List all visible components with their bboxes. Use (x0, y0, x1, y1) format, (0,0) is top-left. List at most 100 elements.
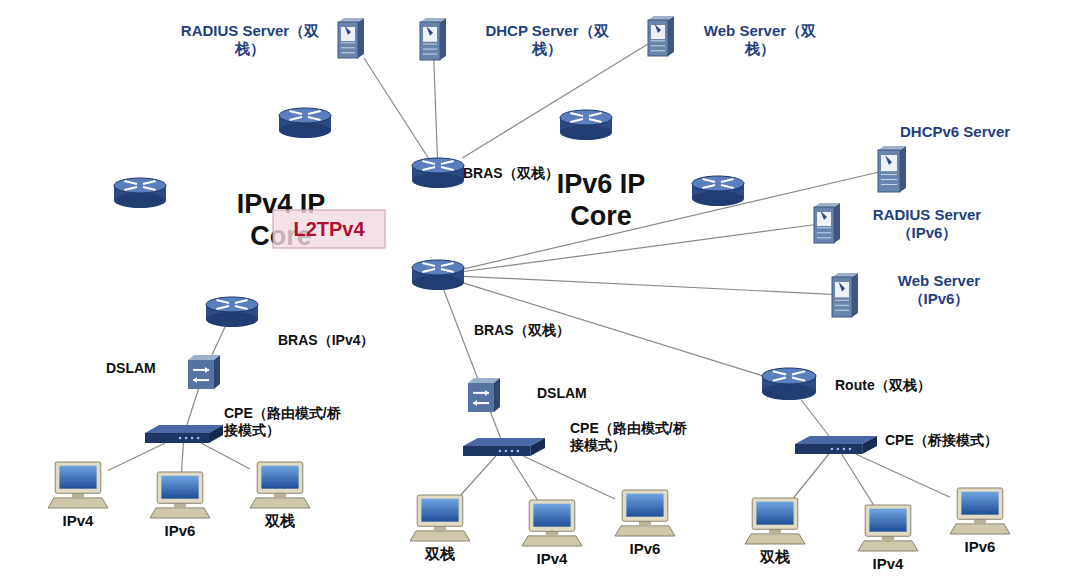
server-device: RADIUS Server（双栈） (338, 18, 364, 58)
host-label: IPv6 (605, 540, 685, 558)
tunnel-label-box: L2TPv4 (273, 210, 385, 248)
pc-shape (745, 498, 805, 544)
server-device: DHCP Server（双栈） (420, 18, 446, 60)
network-link (187, 389, 199, 425)
cpe-shape (145, 425, 223, 443)
pc-device: IPv4 (522, 500, 582, 546)
ip-core-cloud: IPv6 IP Core (420, 88, 765, 303)
core-router (279, 108, 331, 138)
host-label: IPv6 (140, 522, 220, 540)
pc-shape (950, 488, 1010, 534)
host-label: 双栈 (400, 545, 480, 563)
device-label: BRAS（双栈） (463, 165, 559, 182)
network-link (462, 44, 648, 158)
cpe-device: CPE（桥接模式） (795, 436, 877, 454)
server-shape (814, 203, 840, 243)
network-link (491, 412, 501, 438)
server-device: RADIUS Server（IPv6） (814, 203, 840, 243)
dslam-device: DSLAM (188, 355, 220, 389)
network-link (842, 454, 874, 505)
network-link (464, 276, 832, 294)
pc-shape (410, 495, 470, 541)
cpe-shape (463, 438, 545, 456)
cpe-device: CPE（路由模式/桥接模式） (463, 438, 545, 456)
network-link (793, 454, 828, 498)
device-label: BRAS（IPv4） (278, 332, 374, 349)
host-label: 双栈 (735, 548, 815, 566)
network-link (434, 60, 438, 158)
device-label: RADIUS Server（IPv6） (858, 206, 996, 242)
cpe-shape (795, 436, 877, 454)
router-shape (206, 297, 258, 327)
network-link (212, 327, 225, 355)
cpe-device: CPE（路由模式/桥接模式） (145, 425, 223, 443)
dslam-shape (188, 355, 220, 389)
server-device: Web Server（IPv6） (832, 273, 858, 317)
device-label: CPE（桥接模式） (885, 432, 998, 449)
dslam-shape (468, 378, 500, 412)
host-label: 双栈 (240, 512, 320, 530)
pc-shape (48, 462, 108, 508)
network-link (801, 400, 829, 436)
network-link (464, 283, 762, 376)
router-device: BRAS（双栈） (412, 158, 464, 188)
router-device: BRAS（双栈） (412, 260, 464, 290)
server-shape (878, 146, 906, 192)
pc-device: 双栈 (745, 498, 805, 544)
dslam-device: DSLAM (468, 378, 500, 412)
network-link (182, 443, 184, 472)
pc-device: IPv4 (858, 505, 918, 551)
ip-core-cloud: IPv4 IP CoreL2TPv4 (85, 95, 440, 350)
host-label: IPv6 (940, 538, 1020, 556)
server-shape (338, 18, 364, 58)
device-label: DHCP Server（双栈） (482, 22, 612, 58)
device-label: Route（双栈） (835, 377, 931, 394)
router-shape (412, 260, 464, 290)
device-label: Web Server（双栈） (690, 22, 830, 58)
pc-device: 双栈 (250, 462, 310, 508)
device-label: DHCPv6 Server (900, 123, 1010, 141)
pc-shape (522, 500, 582, 546)
device-label: BRAS（双栈） (472, 322, 572, 339)
server-shape (648, 16, 674, 56)
network-link (201, 443, 250, 469)
device-label: DSLAM (106, 360, 156, 377)
device-label: CPE（路由模式/桥接模式） (570, 420, 700, 454)
pc-device: IPv6 (950, 488, 1010, 534)
core-router (692, 176, 744, 206)
pc-device: IPv4 (48, 462, 108, 508)
router-device: BRAS（IPv4） (206, 297, 258, 327)
core-router (560, 110, 612, 140)
server-device: DHCPv6 Server (878, 146, 906, 192)
host-label: IPv4 (512, 550, 592, 568)
router-device: Route（双栈） (762, 368, 816, 400)
pc-device: IPv6 (150, 472, 210, 518)
cloud-title: IPv6 IP Core (542, 168, 660, 233)
pc-shape (858, 505, 918, 551)
pc-shape (150, 472, 210, 518)
network-link (523, 456, 615, 499)
core-router (114, 178, 166, 208)
network-link (108, 443, 165, 471)
device-label: Web Server（IPv6） (880, 272, 998, 308)
server-shape (832, 273, 858, 317)
network-link (461, 456, 496, 495)
network-link (464, 225, 814, 272)
pc-shape (250, 462, 310, 508)
pc-device: 双栈 (410, 495, 470, 541)
server-device: Web Server（双栈） (648, 16, 674, 56)
pc-device: IPv6 (615, 490, 675, 536)
device-label: RADIUS Server（双栈） (180, 22, 320, 58)
network-link (856, 454, 950, 497)
server-shape (420, 18, 446, 60)
network-link (510, 456, 538, 500)
host-label: IPv4 (848, 555, 928, 573)
network-link (364, 58, 428, 158)
device-label: CPE（路由模式/桥接模式） (224, 405, 354, 439)
router-shape (412, 158, 464, 188)
network-link (464, 172, 878, 269)
pc-shape (615, 490, 675, 536)
device-label: DSLAM (537, 385, 587, 402)
device-label: L2TPv4 (273, 210, 385, 248)
router-shape (762, 368, 816, 400)
